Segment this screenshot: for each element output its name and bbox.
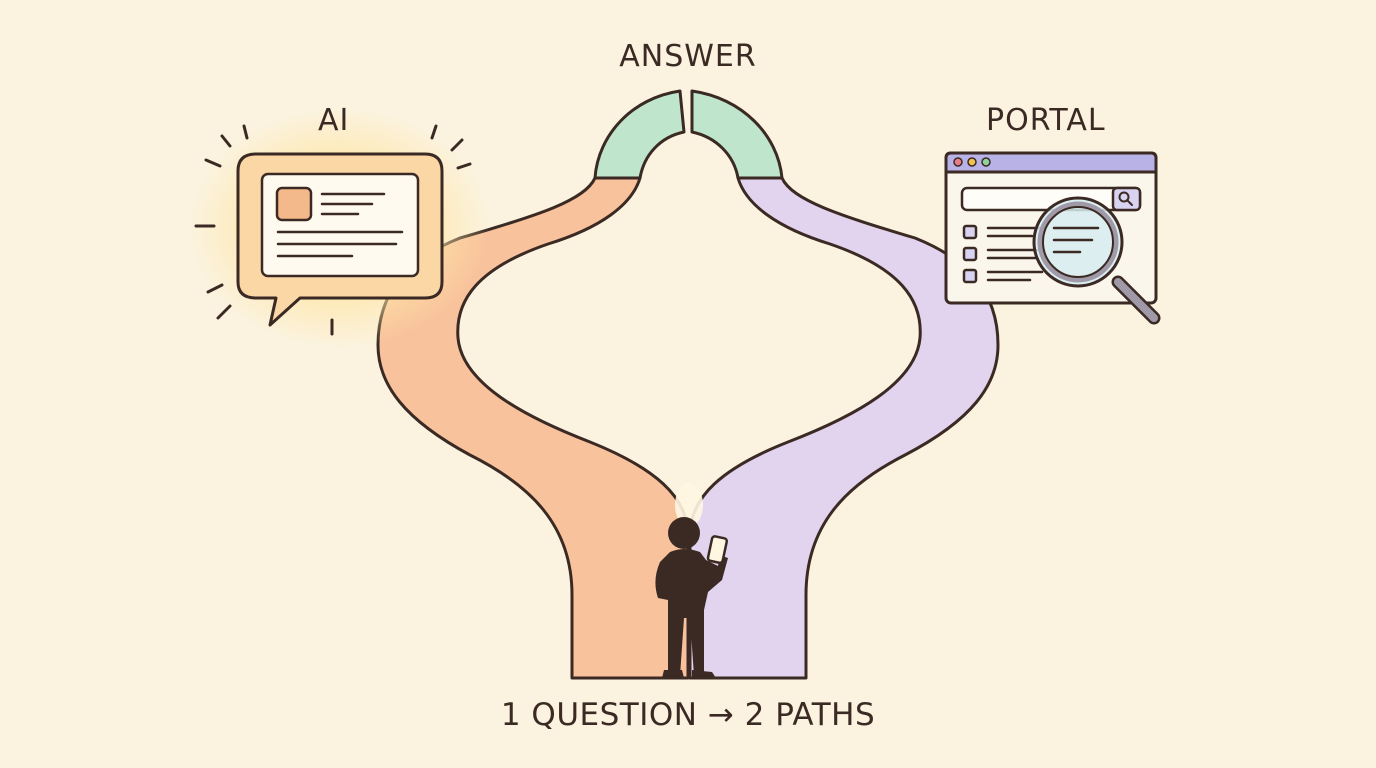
answer-label: ANSWER — [619, 39, 757, 74]
answer-arch-right — [690, 89, 784, 180]
chat-bubble-icon — [190, 108, 490, 348]
caption-label: 1 QUESTION → 2 PATHS — [500, 697, 876, 733]
answer-arch-left — [593, 89, 686, 180]
magnifier-icon — [1032, 196, 1161, 325]
person-with-phone-icon — [655, 517, 729, 678]
junction-glow — [675, 483, 703, 527]
portal-label: PORTAL — [986, 103, 1106, 138]
ai-label: AI — [318, 103, 350, 138]
